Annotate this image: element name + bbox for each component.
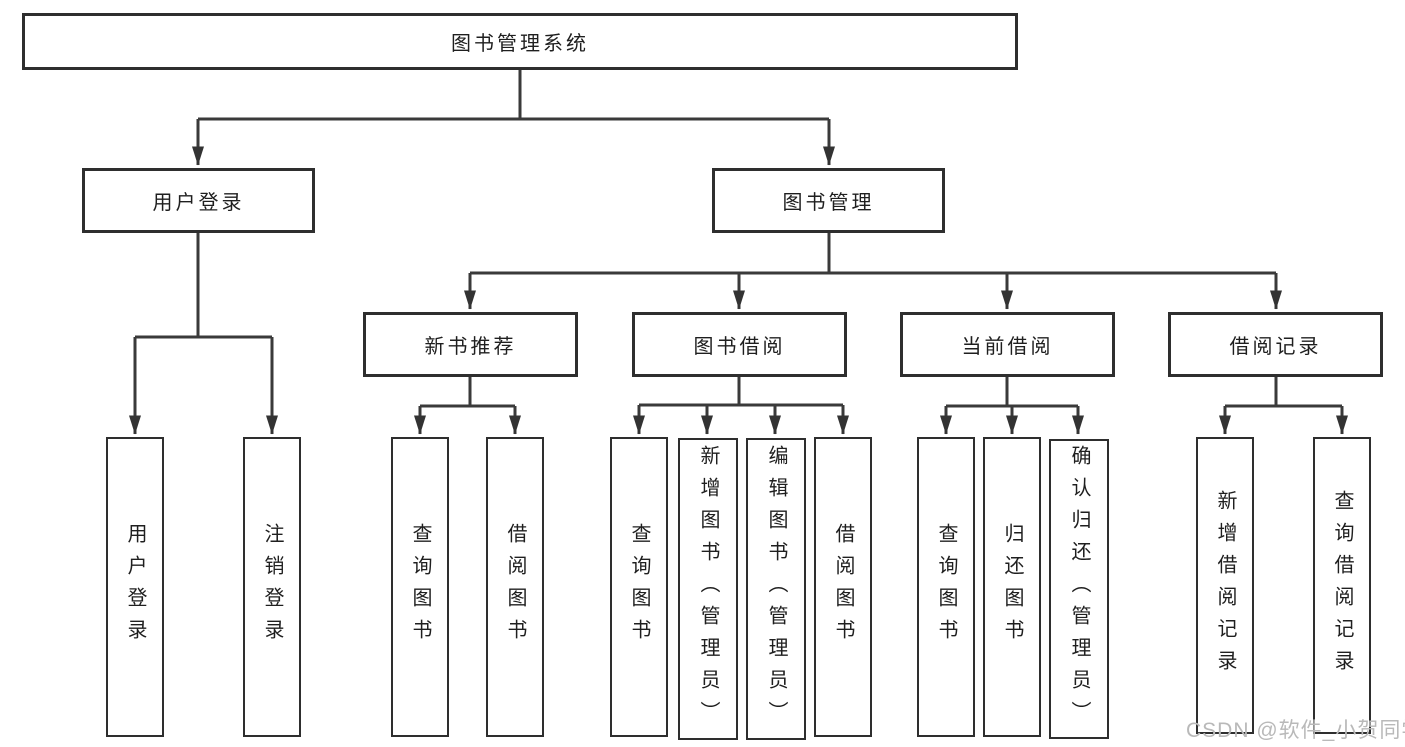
node-user-login: 用户登录: [82, 168, 315, 233]
leaf-edit-books-admin: 编辑图书（管理员）: [746, 438, 806, 740]
csdn-watermark: CSDN @软件_小贺同学: [1186, 719, 1405, 742]
node-label: 用户登录: [124, 523, 146, 651]
node-label: 新书推荐: [424, 336, 517, 358]
node-label: 用户登录: [152, 192, 245, 214]
node-root-library-system: 图书管理系统: [22, 13, 1018, 70]
leaf-query-books-recommend: 查询图书: [391, 437, 449, 737]
node-label: 借阅图书: [504, 523, 526, 651]
node-book-management: 图书管理: [712, 168, 945, 233]
node-label: 图书管理系统: [451, 33, 589, 55]
node-label: 图书管理: [782, 192, 875, 214]
node-label: 确认归还（管理员）: [1068, 445, 1090, 733]
node-label: 当前借阅: [961, 336, 1054, 358]
node-book-borrowing: 图书借阅: [632, 312, 847, 377]
leaf-logout: 注销登录: [243, 437, 301, 737]
node-label: 查询图书: [409, 523, 431, 651]
node-label: 查询图书: [935, 523, 957, 651]
node-label: 借阅图书: [832, 523, 854, 651]
node-label: 编辑图书（管理员）: [765, 445, 787, 733]
node-label: 图书借阅: [693, 336, 786, 358]
node-label: 新增图书（管理员）: [697, 445, 719, 733]
leaf-add-books-admin: 新增图书（管理员）: [678, 438, 738, 740]
leaf-query-books-borrowing: 查询图书: [610, 437, 668, 737]
leaf-borrow-books-borrowing: 借阅图书: [814, 437, 872, 737]
leaf-return-books: 归还图书: [983, 437, 1041, 737]
node-label: 查询借阅记录: [1331, 489, 1353, 682]
leaf-query-borrow-record: 查询借阅记录: [1313, 437, 1371, 734]
leaf-user-login: 用户登录: [106, 437, 164, 737]
leaf-query-books-current: 查询图书: [917, 437, 975, 737]
node-borrowing-records: 借阅记录: [1168, 312, 1383, 377]
leaf-add-borrow-record: 新增借阅记录: [1196, 437, 1254, 734]
node-current-borrowing: 当前借阅: [900, 312, 1115, 377]
leaf-borrow-books-recommend: 借阅图书: [486, 437, 544, 737]
leaf-confirm-return-admin: 确认归还（管理员）: [1049, 439, 1109, 739]
node-label: 借阅记录: [1229, 336, 1322, 358]
node-label: 查询图书: [628, 523, 650, 651]
node-label: 归还图书: [1001, 523, 1023, 651]
node-label: 注销登录: [261, 523, 283, 651]
node-new-book-recommend: 新书推荐: [363, 312, 578, 377]
node-label: 新增借阅记录: [1214, 489, 1236, 682]
